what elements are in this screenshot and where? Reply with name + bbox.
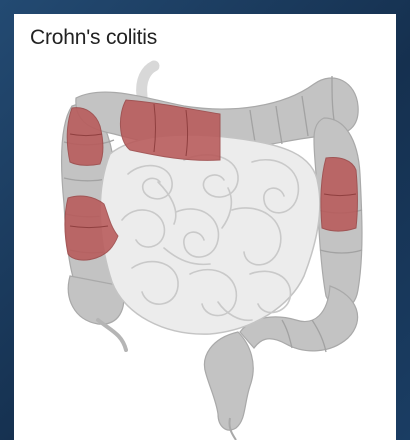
- upper-tube: [142, 66, 154, 96]
- figure-card: Crohn's colitis: [14, 14, 396, 440]
- appendix: [98, 320, 126, 350]
- intestine-diagram: [14, 14, 396, 440]
- rectum: [204, 332, 253, 430]
